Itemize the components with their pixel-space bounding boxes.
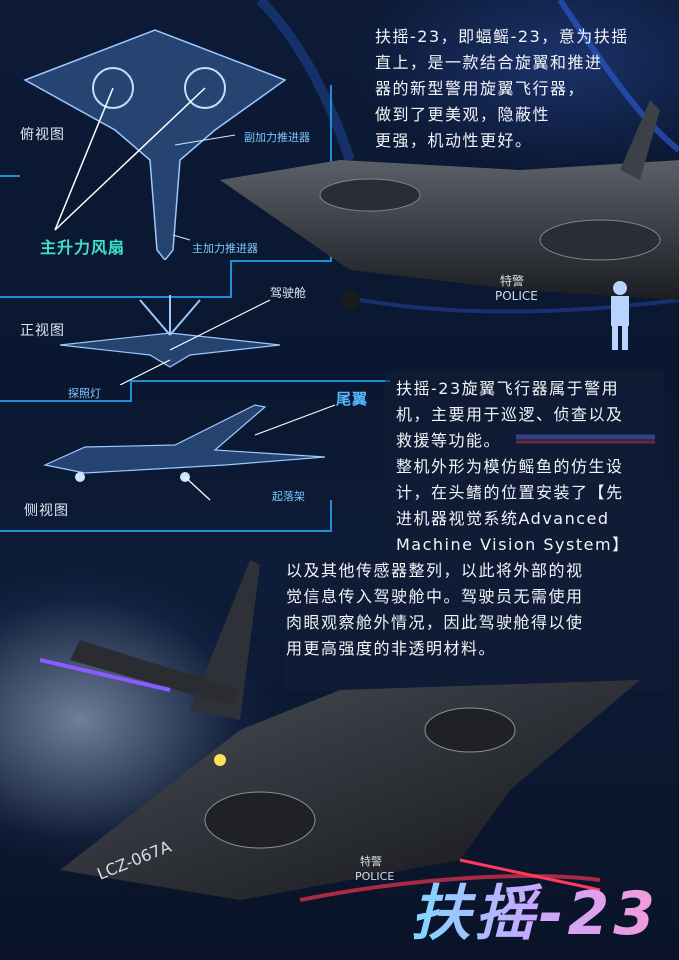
hud-line bbox=[330, 500, 332, 532]
searchlight-label: 探照灯 bbox=[68, 387, 101, 400]
side-view-blueprint bbox=[43, 404, 336, 501]
police-mark-en-2: POLICE bbox=[355, 870, 394, 883]
text-panel-mid bbox=[385, 370, 665, 555]
text-panel-lower bbox=[285, 555, 665, 690]
front-view-label: 正视图 bbox=[20, 323, 65, 339]
side-view-label: 侧视图 bbox=[24, 503, 69, 519]
hud-line bbox=[0, 296, 230, 298]
hud-line bbox=[230, 260, 330, 262]
police-mark-en: POLICE bbox=[495, 289, 538, 303]
front-view-blueprint bbox=[59, 295, 281, 385]
tail-label: 尾翼 bbox=[336, 390, 369, 408]
pilot-silhouette bbox=[611, 281, 629, 350]
top-view-label: 俯视图 bbox=[20, 127, 65, 143]
hud-line bbox=[230, 260, 232, 298]
hud-line bbox=[0, 400, 130, 402]
landing-gear-label: 起落架 bbox=[272, 490, 305, 503]
aircraft-render-bottom: LCZ-067A 特警 POLICE bbox=[40, 560, 640, 900]
hud-line bbox=[130, 380, 132, 402]
aircraft-render-top: 特警 POLICE bbox=[220, 100, 679, 310]
police-mark-cn: 特警 bbox=[500, 273, 524, 288]
cockpit-label: 驾驶舱 bbox=[270, 286, 307, 300]
hud-line bbox=[130, 380, 390, 382]
hud-line bbox=[0, 530, 330, 532]
main-thruster-label: 主加力推进器 bbox=[192, 242, 258, 255]
top-view-blueprint bbox=[23, 29, 287, 260]
police-mark-cn-2: 特警 bbox=[360, 854, 382, 868]
poster-title: 扶摇-23 bbox=[411, 865, 659, 952]
body-text-b: 以及其他传感器整列，以此将外部的视 觉信息传入驾驶舱中。驾驶员无需使用 肉眼观察… bbox=[286, 561, 584, 658]
aux-thruster-label: 副加力推进器 bbox=[244, 131, 310, 144]
hud-line bbox=[0, 175, 20, 177]
main-fan-label: 主升力风扇 bbox=[40, 238, 126, 257]
intro-text: 扶摇-23，即蝠鳐-23，意为扶摇 直上，是一款结合旋翼和推进 器的新型警用旋翼… bbox=[375, 27, 629, 150]
body-text-a: 扶摇-23旋翼飞行器属于警用 机，主要用于巡逻、侦查以及 救援等功能。 整机外形… bbox=[396, 379, 630, 554]
